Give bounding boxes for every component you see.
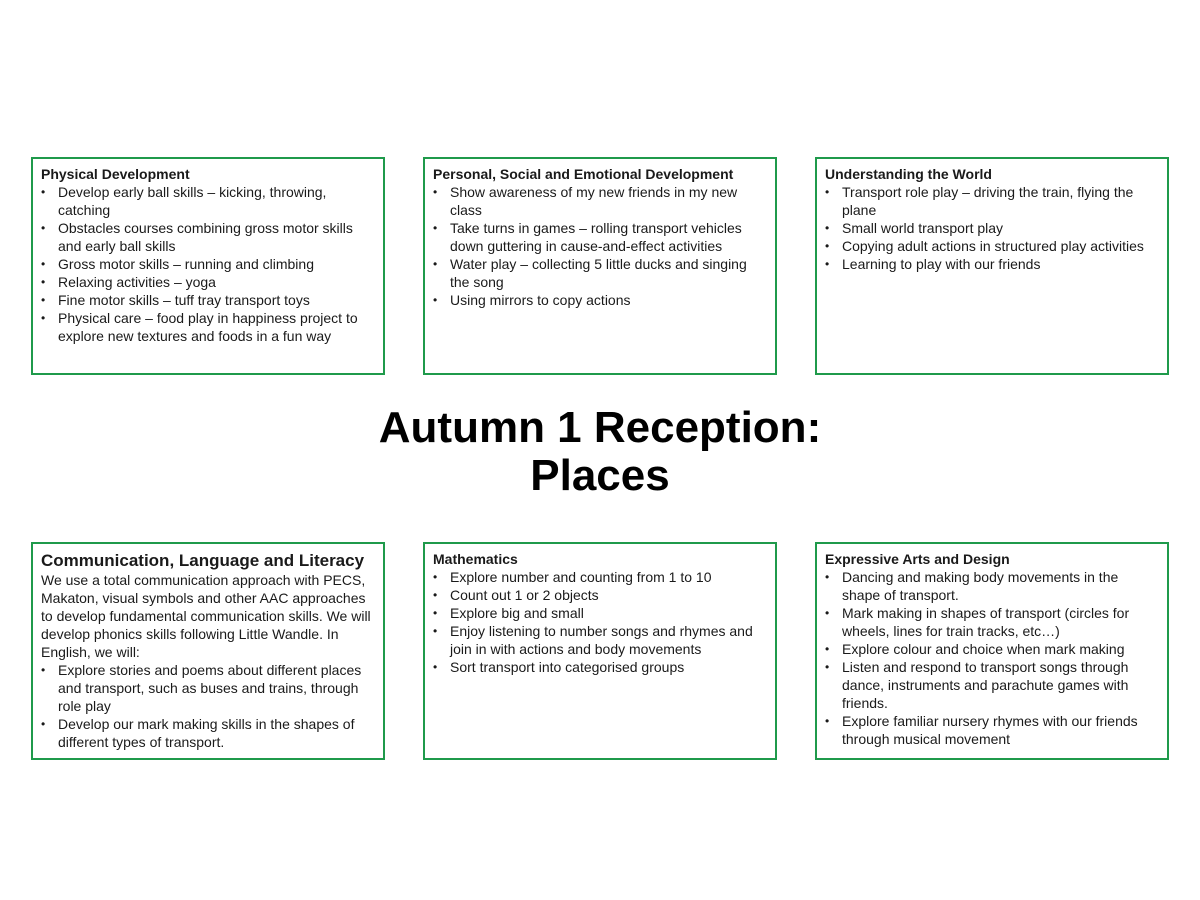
page-title-line2: Places [530, 451, 670, 500]
communication-language-literacy-box: Communication, Language and Literacy We … [31, 542, 385, 760]
list-item: Develop our mark making skills in the sh… [41, 715, 375, 751]
list-item: Count out 1 or 2 objects [433, 586, 767, 604]
list-item: Copying adult actions in structured play… [825, 237, 1159, 255]
list-item: Explore colour and choice when mark maki… [825, 640, 1159, 658]
list-item: Gross motor skills – running and climbin… [41, 255, 375, 273]
list-item: Small world transport play [825, 219, 1159, 237]
list-item: Explore big and small [433, 604, 767, 622]
physical-development-box: Physical Development Develop early ball … [31, 157, 385, 375]
list-item: Relaxing activities – yoga [41, 273, 375, 291]
psed-box: Personal, Social and Emotional Developme… [423, 157, 777, 375]
list-item: Learning to play with our friends [825, 255, 1159, 273]
list-item: Enjoy listening to number songs and rhym… [433, 622, 767, 658]
page-title: Autumn 1 Reception: Places [0, 404, 1200, 500]
list-item: Mark making in shapes of transport (circ… [825, 604, 1159, 640]
expressive-arts-list: Dancing and making body movements in the… [825, 568, 1159, 748]
physical-development-heading: Physical Development [41, 166, 190, 182]
list-item: Explore familiar nursery rhymes with our… [825, 712, 1159, 748]
mathematics-heading: Mathematics [433, 551, 518, 567]
list-item: Take turns in games – rolling transport … [433, 219, 767, 255]
list-item: Show awareness of my new friends in my n… [433, 183, 767, 219]
list-item: Develop early ball skills – kicking, thr… [41, 183, 375, 219]
list-item: Explore stories and poems about differen… [41, 661, 375, 715]
mathematics-list: Explore number and counting from 1 to 10… [433, 568, 767, 676]
understanding-world-list: Transport role play – driving the train,… [825, 183, 1159, 273]
list-item: Fine motor skills – tuff tray transport … [41, 291, 375, 309]
expressive-arts-design-box: Expressive Arts and Design Dancing and m… [815, 542, 1169, 760]
list-item: Physical care – food play in happiness p… [41, 309, 375, 345]
list-item: Transport role play – driving the train,… [825, 183, 1159, 219]
list-item: Using mirrors to copy actions [433, 291, 767, 309]
list-item: Explore number and counting from 1 to 10 [433, 568, 767, 586]
psed-list: Show awareness of my new friends in my n… [433, 183, 767, 309]
list-item: Sort transport into categorised groups [433, 658, 767, 676]
physical-development-list: Develop early ball skills – kicking, thr… [41, 183, 375, 345]
cll-list: Explore stories and poems about differen… [41, 661, 375, 751]
expressive-arts-heading: Expressive Arts and Design [825, 551, 1010, 567]
list-item: Water play – collecting 5 little ducks a… [433, 255, 767, 291]
understanding-world-box: Understanding the World Transport role p… [815, 157, 1169, 375]
list-item: Listen and respond to transport songs th… [825, 658, 1159, 712]
page-title-line1: Autumn 1 Reception: [378, 403, 822, 452]
list-item: Dancing and making body movements in the… [825, 568, 1159, 604]
list-item: Obstacles courses combining gross motor … [41, 219, 375, 255]
cll-intro: We use a total communication approach wi… [41, 572, 371, 660]
psed-heading: Personal, Social and Emotional Developme… [433, 166, 734, 182]
understanding-world-heading: Understanding the World [825, 166, 992, 182]
mathematics-box: Mathematics Explore number and counting … [423, 542, 777, 760]
cll-heading: Communication, Language and Literacy [41, 551, 365, 570]
